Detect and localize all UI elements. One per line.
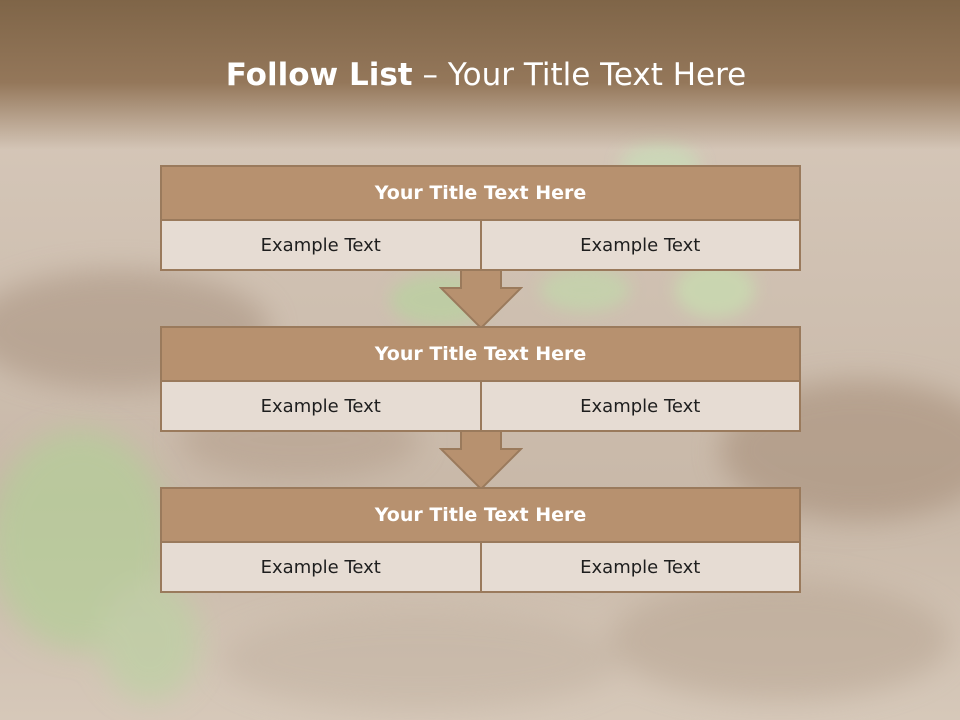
- block-row: Example Text Example Text: [160, 221, 801, 271]
- block-cell-right: Example Text: [479, 382, 800, 430]
- block-title: Your Title Text Here: [160, 487, 801, 543]
- list-block-3: Your Title Text Here Example Text Exampl…: [160, 487, 801, 593]
- down-arrow-icon: [439, 430, 523, 491]
- block-cell-right: Example Text: [479, 543, 800, 591]
- title-band: [0, 0, 960, 150]
- block-cell-left: Example Text: [260, 395, 381, 417]
- block-row: Example Text Example Text: [160, 543, 801, 593]
- block-cell-left: Example Text: [260, 234, 381, 256]
- title-bold-part: Follow List: [225, 57, 413, 93]
- page-title: Follow List – Your Title Text Here: [0, 52, 960, 98]
- block-title: Your Title Text Here: [160, 165, 801, 221]
- block-row: Example Text Example Text: [160, 382, 801, 432]
- list-block-1: Your Title Text Here Example Text Exampl…: [160, 165, 801, 271]
- block-cell-left: Example Text: [260, 556, 381, 578]
- list-block-2: Your Title Text Here Example Text Exampl…: [160, 326, 801, 432]
- block-title: Your Title Text Here: [160, 326, 801, 382]
- title-rest-part: – Your Title Text Here: [422, 57, 747, 93]
- block-cell-right: Example Text: [479, 221, 800, 269]
- down-arrow-icon: [439, 269, 523, 330]
